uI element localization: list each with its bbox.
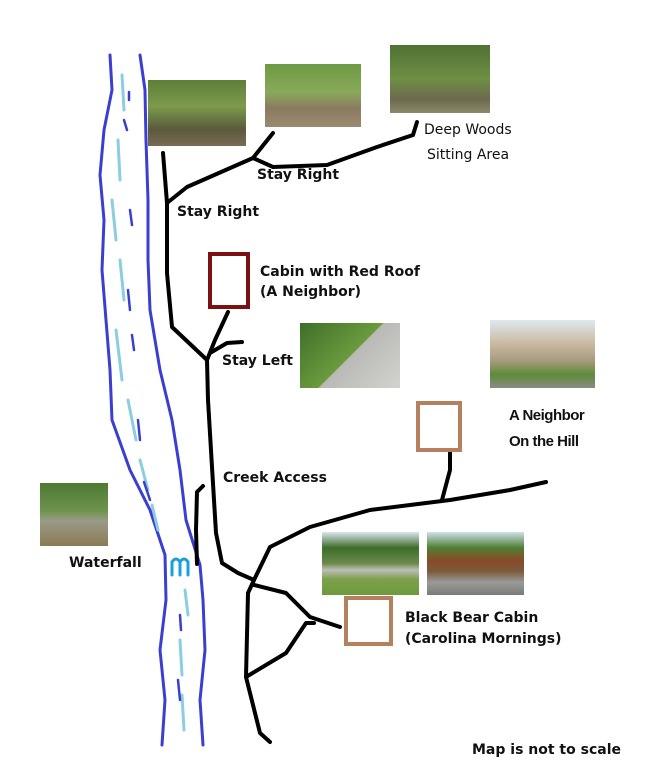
river-left-bank <box>98 53 168 747</box>
waterfall-label: Waterfall <box>69 555 142 571</box>
photo-black-bear-lawn <box>322 532 419 595</box>
upper-branch-trail <box>165 131 275 205</box>
deep-woods-trail <box>251 120 419 169</box>
road-east <box>252 480 548 582</box>
photo-hill-neighbor-house <box>490 320 595 388</box>
river <box>98 53 207 747</box>
hill-neighbor-driveway <box>440 451 452 502</box>
stay-right-upper-label: Stay Right <box>257 167 340 183</box>
creek-access-label: Creek Access <box>223 470 327 486</box>
photo-paved-road <box>300 323 400 388</box>
main-trail <box>161 151 256 582</box>
stay-left-label: Stay Left <box>222 353 293 369</box>
hill-neighbor-cabin-marker <box>416 401 462 452</box>
red-roof-cabin-marker <box>208 252 250 309</box>
photo-waterfall <box>40 483 108 546</box>
photo-deep-woods <box>390 45 490 113</box>
stay-left-spur <box>208 340 244 355</box>
deep-woods-label: Deep Woods Sitting Area <box>424 118 512 167</box>
creek-access-trail <box>194 484 205 566</box>
river-water-dashes <box>110 73 190 732</box>
black-bear-cabin-label-line1: Black Bear Cabin <box>405 610 539 626</box>
hill-neighbor-label-line2: On the Hill <box>509 433 579 451</box>
red-roof-cabin-label: Cabin with Red Roof (A Neighbor) <box>260 262 420 303</box>
black-bear-cabin-marker <box>344 596 393 646</box>
deep-woods-label-line1: Deep Woods <box>424 122 512 138</box>
photo-black-bear-cabin <box>427 532 524 595</box>
trails <box>161 120 548 744</box>
black-bear-cabin-label: Black Bear Cabin (Carolina Mornings) <box>405 608 561 650</box>
river-dark-dashes <box>122 90 183 702</box>
hill-neighbor-label-line1: A Neighbor <box>509 407 585 424</box>
red-roof-cabin-label-line1: Cabin with Red Roof <box>260 264 420 280</box>
river-right-bank <box>138 53 207 747</box>
black-bear-driveway-lower <box>244 621 316 679</box>
black-bear-driveway-upper <box>252 583 342 629</box>
stay-right-lower-label: Stay Right <box>177 204 260 220</box>
photo-woods-path <box>265 64 361 127</box>
hill-neighbor-label: A Neighbor On the Hill <box>509 403 585 456</box>
deep-woods-label-line2: Sitting Area <box>427 146 510 163</box>
scale-note: Map is not to scale <box>472 742 621 758</box>
black-bear-cabin-label-line2: (Carolina Mornings) <box>405 631 562 647</box>
road-south <box>244 578 272 744</box>
red-roof-cabin-label-line2: (A Neighbor) <box>260 284 362 301</box>
photo-forest-trail <box>148 80 246 146</box>
waterfall-icon <box>170 557 190 577</box>
